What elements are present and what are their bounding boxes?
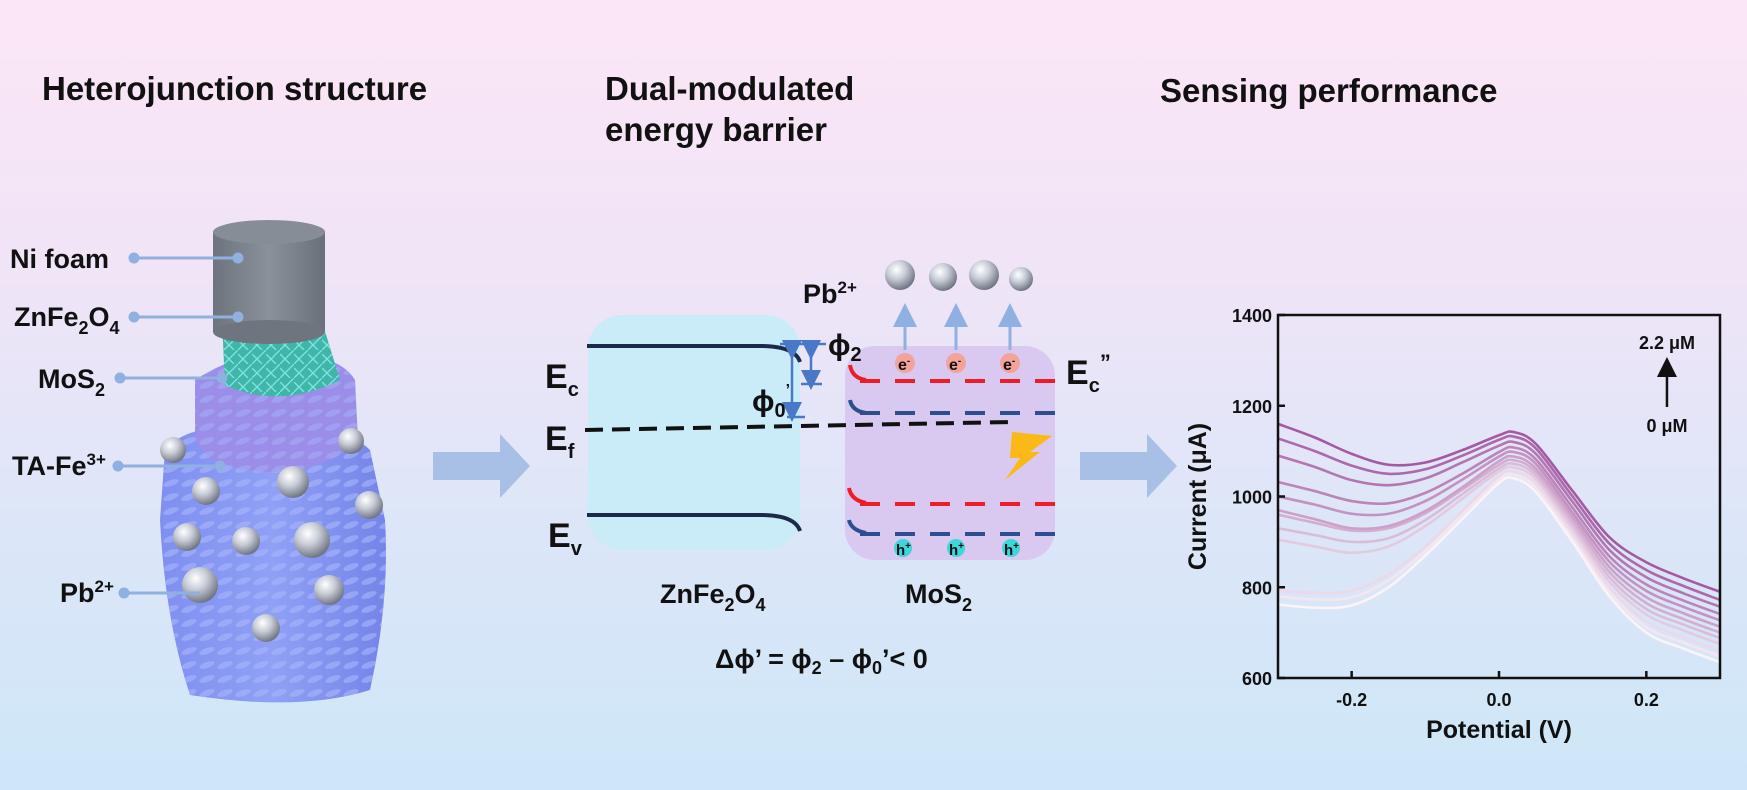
svg-text:e-: e-: [898, 356, 910, 374]
series-line: [1277, 434, 1721, 602]
label-phi2: ϕ2: [828, 329, 862, 366]
series-line: [1277, 454, 1721, 628]
label-ni-foam: Ni foam: [10, 244, 109, 274]
label-znfe2o4-diagram: ZnFe2O4: [660, 579, 766, 615]
svg-text:h+: h+: [949, 541, 964, 559]
title-energy-barrier: Dual-modulated energy barrier: [605, 68, 854, 151]
fermi-level: [584, 420, 1013, 432]
label-mos2-diagram: MoS2: [905, 579, 972, 615]
y-tick-label: 1000: [1232, 488, 1272, 508]
series-line: [1277, 472, 1721, 658]
x-tick-label: -0.2: [1336, 690, 1367, 710]
plot-frame: [1276, 313, 1722, 680]
pb-release-arrows: [893, 303, 1022, 350]
electrons: e- e- e-: [895, 353, 1020, 374]
svg-text:e-: e-: [1003, 356, 1015, 374]
label-ec: Ec: [545, 358, 579, 401]
label-ta-fe: TA-Fe3+: [12, 450, 106, 481]
series-line: [1277, 445, 1721, 616]
light-icon: [1005, 432, 1052, 480]
chart-ticks: 600 800 1000 1200 1400 -0.2 0.0 0.2: [1232, 306, 1659, 710]
annotation-high-conc: 2.2 μM: [1639, 333, 1695, 353]
band-diagram: e- e- e- h+ h+ h+ Pb2+ Ec Ef Ev Ec” ϕ2 ϕ…: [545, 260, 1111, 678]
pb-ions-released: [885, 260, 1033, 291]
title-sensing: Sensing performance: [1160, 72, 1498, 109]
annotation-low-conc: 0 μM: [1646, 416, 1687, 436]
svg-text:h+: h+: [896, 541, 911, 559]
title-heterojunction: Heterojunction structure: [42, 70, 428, 107]
leader-lines: [112, 252, 244, 599]
holes: h+ h+ h+: [894, 539, 1020, 559]
series-line: [1277, 422, 1721, 594]
label-pb-structure: Pb2+: [60, 577, 114, 608]
x-tick-label: 0.2: [1634, 690, 1659, 710]
ni-foam-cylinder: [213, 220, 325, 344]
label-pb-diagram: Pb2+: [803, 278, 857, 309]
y-tick-label: 1200: [1232, 397, 1272, 417]
znfe2o4-valence-band: [587, 513, 802, 532]
mos2-box: [845, 346, 1055, 560]
label-phi0-prime: ϕ0’: [752, 382, 790, 422]
y-tick-label: 800: [1242, 578, 1272, 598]
title-line1: Dual-modulated: [605, 70, 855, 107]
chart-series: [1277, 422, 1721, 664]
flow-arrow-1: [433, 434, 530, 498]
svg-text:e-: e-: [949, 356, 961, 374]
series-line: [1277, 440, 1721, 608]
series-line: [1277, 458, 1721, 634]
svg-text:h+: h+: [1004, 541, 1019, 559]
label-ev: Ev: [548, 517, 583, 560]
label-znfe2o4: ZnFe2O4: [14, 302, 120, 338]
label-mos2: MoS2: [38, 364, 105, 400]
y-tick-label: 1400: [1232, 306, 1272, 326]
series-line: [1277, 476, 1721, 664]
heterojunction-illustration: Ni foam ZnFe2O4 MoS2 TA-Fe3+ Pb2+: [10, 220, 386, 703]
label-ef: Ef: [545, 420, 575, 463]
y-tick-label: 600: [1242, 669, 1272, 689]
series-line: [1277, 469, 1721, 652]
barrier-equation: Δϕ’ = ϕ2 – ϕ0’< 0: [715, 644, 928, 678]
title-line2: energy barrier: [605, 111, 827, 149]
series-line: [1277, 465, 1721, 646]
y-axis-label: Current (μA): [1184, 423, 1212, 570]
flow-arrow-2: [1080, 434, 1177, 498]
znfe2o4-box: [588, 315, 800, 550]
x-axis-label: Potential (V): [1426, 716, 1572, 744]
dpv-chart: 600 800 1000 1200 1400 -0.2 0.0 0.2 Current (μA…: [1184, 306, 1722, 744]
x-tick-label: 0.0: [1486, 690, 1511, 710]
pb-ions-structure: [160, 428, 383, 642]
label-ec-double-prime: Ec”: [1066, 350, 1111, 397]
series-line: [1277, 450, 1721, 622]
series-line: [1277, 462, 1721, 640]
